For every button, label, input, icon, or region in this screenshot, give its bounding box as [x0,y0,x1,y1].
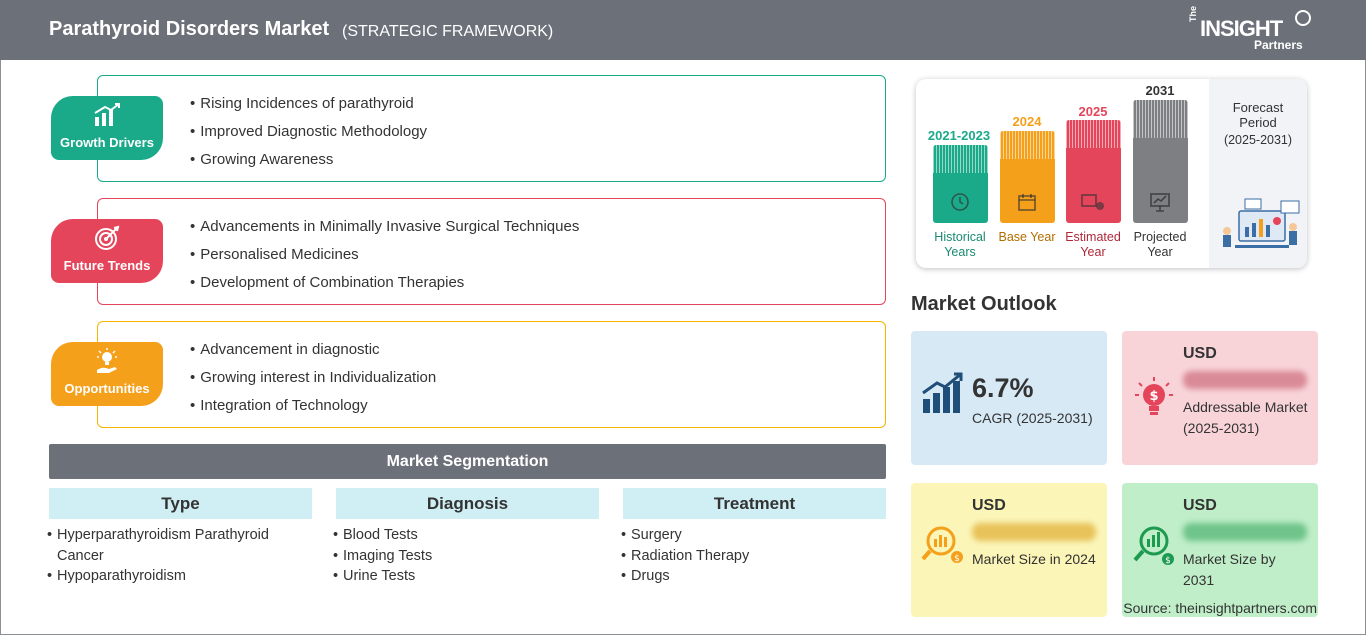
market-size-2031-label: Market Size by 2031 [1183,551,1276,588]
blurred-value [972,523,1096,541]
list-item: Advancements in Minimally Invasive Surgi… [190,217,579,245]
svg-text:$: $ [954,554,960,564]
market-segmentation-bar: Market Segmentation [49,444,886,479]
forecast-title-text: Forecast Period [1232,100,1284,130]
segment-heading-diagnosis: Diagnosis [336,488,599,519]
list-item: Integration of Technology [190,396,436,424]
segment-list-diagnosis: Blood Tests Imaging Tests Urine Tests [333,525,583,587]
market-size-2031-card: USD $ Market Size by 2031 [1122,483,1318,617]
forecast-range: (2025-2031) [1223,133,1293,147]
list-item: Rising Incidences of parathyroid [190,94,427,122]
growth-drivers-box: Rising Incidences of parathyroid Improve… [97,75,886,182]
list-item: Hyperparathyroidism Parathyroid Cancer [47,525,297,566]
target-icon [51,225,163,251]
cagr-card: 6.7% CAGR (2025-2031) [911,331,1107,465]
list-item: Development of Combination Therapies [190,273,579,301]
label-projected: Projected Year [1133,230,1187,259]
list-item: Urine Tests [333,566,583,587]
bar-projected [1133,100,1188,223]
market-size-2024-label: Market Size in 2024 [972,551,1096,567]
lightbulb-dollar-icon: $ [1135,377,1173,415]
addressable-market-label: Addressable Market (2025-2031) [1183,399,1308,436]
timeline-card: 2021-2023 Historical Years 2024 Base Yea… [916,79,1307,268]
opportunities-list: Advancement in diagnostic Growing intere… [190,340,436,424]
growth-drivers-list: Rising Incidences of parathyroid Improve… [190,94,427,178]
badge-label: Future Trends [63,258,151,273]
segment-list-type: Hyperparathyroidism Parathyroid Cancer H… [47,525,297,587]
history-clock-icon [951,193,969,211]
list-item: Growing interest in Individualization [190,368,436,396]
future-trends-badge: Future Trends [51,219,163,283]
list-item: Drugs [621,566,871,587]
bar-estimated [1066,120,1121,223]
analytics-illustration-icon [1223,198,1300,248]
magnifier-growth-icon: $ [1133,526,1174,566]
svg-text:$: $ [1165,556,1171,566]
list-item: Imaging Tests [333,546,583,567]
list-item: Surgery [621,525,871,546]
list-item: Blood Tests [333,525,583,546]
label-base: Base Year [998,230,1056,244]
addressable-market-card: USD $ Addressable Market (2025-2031) [1122,331,1318,465]
page-subtitle: (STRATEGIC FRAMEWORK) [342,23,554,40]
source-text: Source: theinsightpartners.com [1123,600,1317,616]
list-item: Personalised Medicines [190,245,579,273]
future-trends-list: Advancements in Minimally Invasive Surgi… [190,217,579,301]
list-item: Improved Diagnostic Methodology [190,122,427,150]
segment-list-treatment: Surgery Radiation Therapy Drugs [621,525,871,587]
year-base: 2024 [1012,114,1042,129]
presentation-icon [1150,193,1170,212]
blurred-value [1183,523,1307,541]
bar-base [1000,131,1055,223]
list-item: Growing Awareness [190,150,427,178]
growth-chart-icon [922,372,963,413]
year-projected: 2031 [1145,83,1175,98]
lightbulb-hand-icon [51,348,163,374]
currency-label: USD [1183,345,1217,362]
forecast-column: Forecast Period (2025-2031) [1209,79,1307,268]
list-item: Hypoparathyroidism [47,566,297,587]
estimate-chart-icon [1081,194,1104,210]
currency-label: USD [972,497,1006,514]
list-item: Radiation Therapy [621,546,871,567]
future-trends-box: Advancements in Minimally Invasive Surgi… [97,198,886,305]
calendar-icon [1018,194,1036,211]
forecast-title: Forecast Period [1209,100,1307,130]
page-title: Parathyroid Disorders Market [49,18,330,40]
year-historical: 2021-2023 [927,128,991,143]
cagr-label: CAGR (2025-2031) [972,410,1093,426]
label-estimated: Estimated Year [1065,230,1121,259]
svg-text:$: $ [1149,389,1158,404]
segment-heading-type: Type [49,488,312,519]
label-historical: Historical Years [934,230,986,259]
currency-label: USD [1183,497,1217,514]
magnifier-coins-icon: $ [921,526,963,564]
bar-growth-icon [51,102,163,128]
list-item: Advancement in diagnostic [190,340,436,368]
header-bar: Parathyroid Disorders Market (STRATEGIC … [0,0,1366,60]
cagr-value: 6.7% [972,373,1034,403]
bar-historical [933,145,988,223]
growth-drivers-badge: Growth Drivers [51,96,163,160]
opportunities-badge: Opportunities [51,342,163,406]
market-size-2024-card: USD $ Market Size in 2024 [911,483,1107,617]
badge-label: Opportunities [64,381,150,396]
insight-partners-logo: The INSIGHT Partners [1188,6,1318,54]
market-outlook-title: Market Outlook [911,293,1057,315]
blurred-value [1183,371,1307,389]
segment-heading-treatment: Treatment [623,488,886,519]
badge-label: Growth Drivers [60,135,154,150]
opportunities-box: Advancement in diagnostic Growing intere… [97,321,886,428]
year-estimated: 2025 [1078,104,1108,119]
